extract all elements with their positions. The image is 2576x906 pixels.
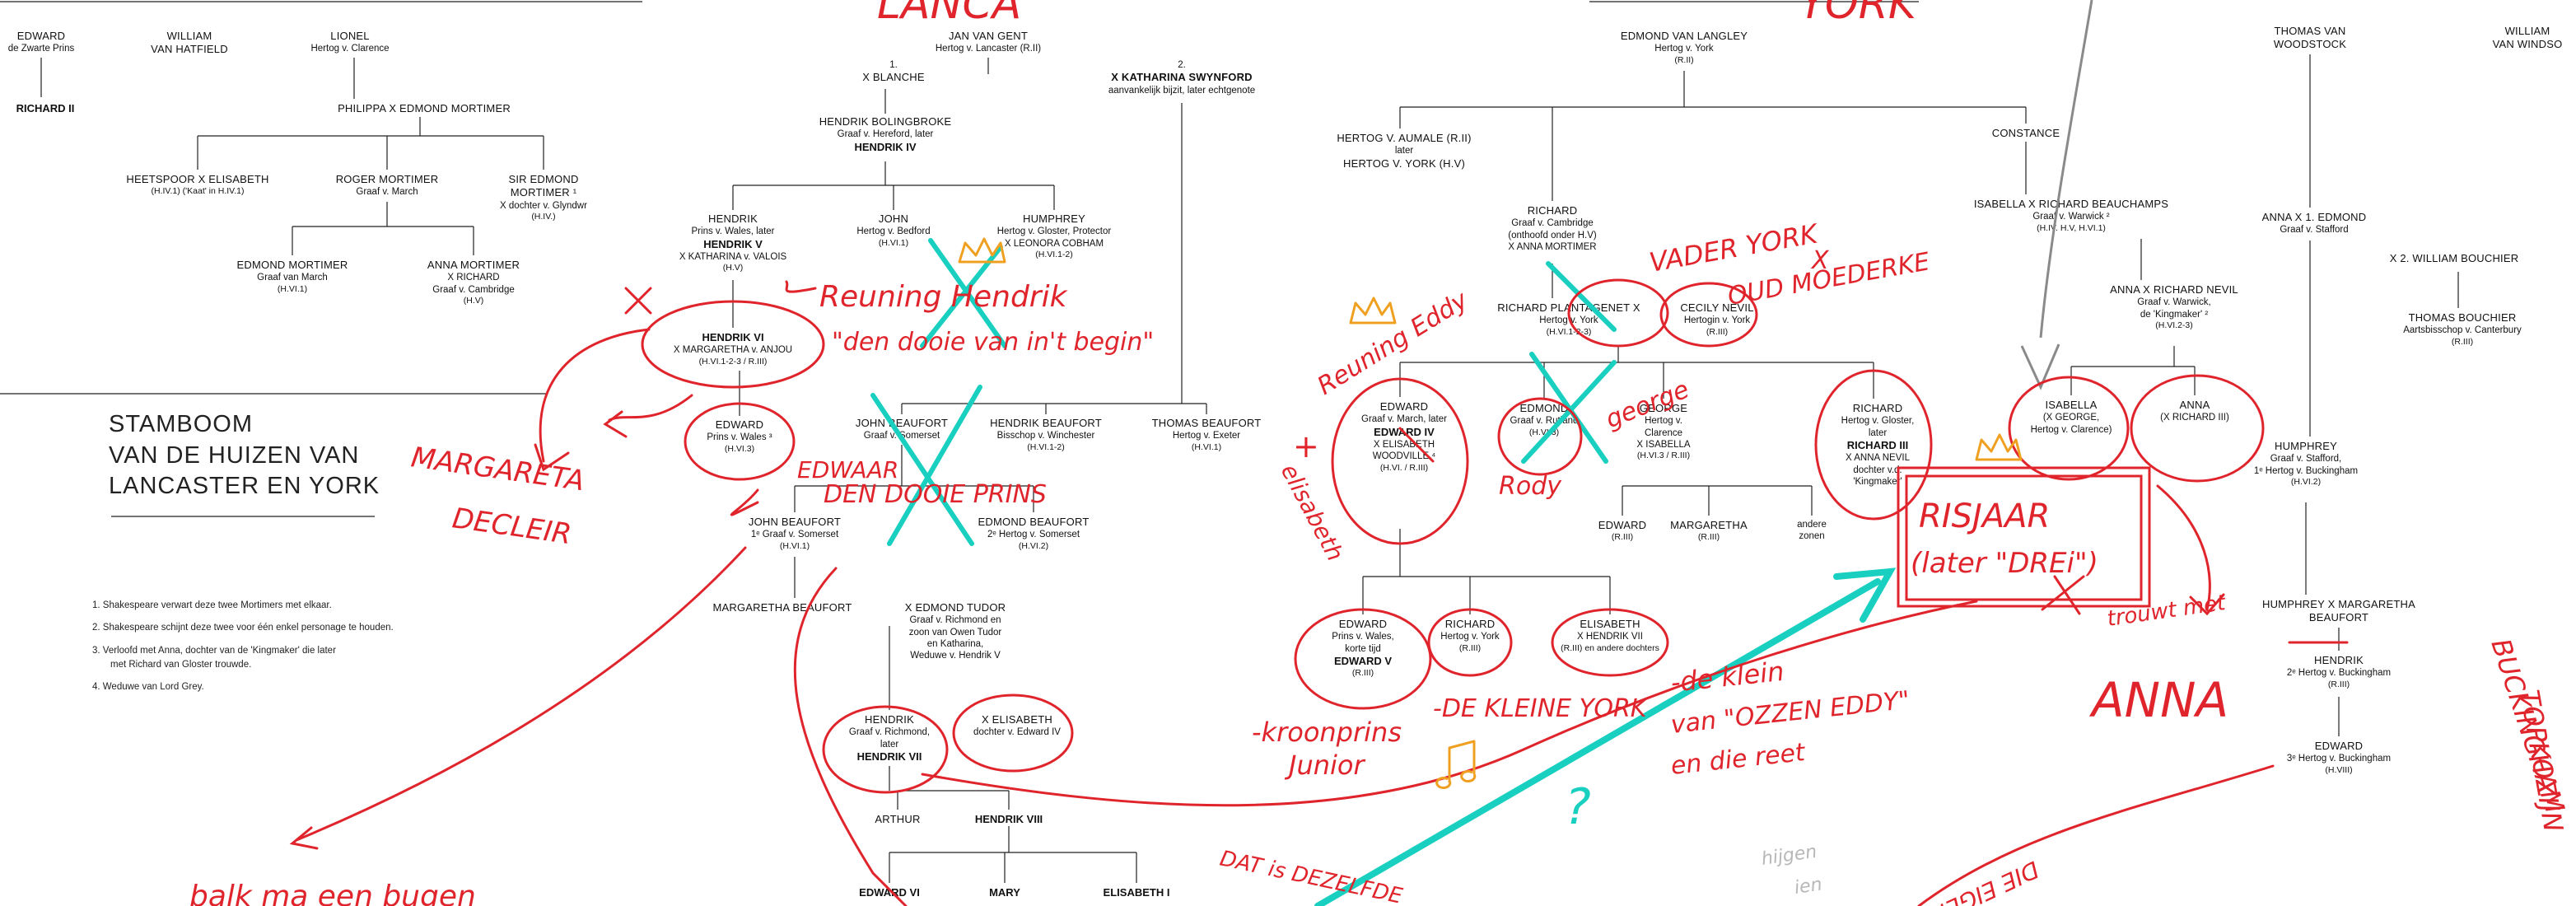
- person-cecily-nevil: CECILY NEVIL Hertogin v. York (R.III): [1680, 301, 1754, 337]
- footnote-2: 2. Shakespeare schijnt deze twee voor éé…: [92, 623, 394, 633]
- person-roger-mortimer: ROGER MORTIMER Graaf v. March: [335, 173, 439, 198]
- person-hendrik-vii: HENDRIK Graaf v. Richmond, later HENDRIK…: [848, 713, 931, 763]
- person-thomas-woodstock: THOMAS VAN WOODSTOCK: [2273, 25, 2347, 51]
- person-margaretha-child: MARGARETHA (R.III): [1670, 519, 1748, 543]
- person-philippa: PHILIPPA X EDMOND MORTIMER: [338, 102, 511, 114]
- footnote-1: 1. Shakespeare verwart deze twee Mortime…: [92, 600, 332, 610]
- person-richard-hertog-york: RICHARD Hertog v. York (R.III): [1440, 618, 1500, 653]
- person-edward-v: EDWARD Prins v. Wales, korte tijd EDWARD…: [1332, 618, 1394, 679]
- person-john-bedford: JOHN Hertog v. Bedford (H.VI.1): [856, 212, 931, 248]
- person-anna-mortimer: ANNA MORTIMER X RICHARD Graaf v. Cambrid…: [427, 259, 520, 306]
- person-hendrik-beaufort: HENDRIK BEAUFORT Bisschop v. Winchester …: [990, 417, 1102, 452]
- person-edmond-rutland: EDMOND Graaf v. Rutland (H.VI.3): [1510, 402, 1579, 437]
- person-humphrey-gloster: HUMPHREY Hertog v. Gloster, Protector X …: [996, 212, 1112, 259]
- person-hendrik-bolingbroke: HENDRIK BOLINGBROKE Graaf v. Hereford, l…: [819, 115, 952, 153]
- person-edmond-van-langley: EDMOND VAN LANGLEY Hertog v. York (R.II): [1620, 30, 1748, 65]
- person-william-windsor: WILLIAM VAN WINDSO: [2492, 25, 2563, 51]
- person-edward-buckingham: EDWARD 3ᵉ Hertog v. Buckingham (H.VIII): [2286, 740, 2392, 775]
- person-edmond-mortimer: EDMOND MORTIMER Graaf van March (H.VI.1): [236, 259, 348, 294]
- person-sir-edmond-mortimer: SIR EDMOND MORTIMER ¹ X dochter v. Glynd…: [500, 173, 587, 222]
- person-heetspoor: HEETSPOOR X ELISABETH (H.IV.1) ('Kaat' i…: [126, 173, 269, 197]
- person-hendrik-viii: HENDRIK VIII: [974, 813, 1043, 825]
- footnote-3: 3. Verloofd met Anna, dochter van de 'Ki…: [92, 645, 336, 656]
- person-edward-child: EDWARD (R.III): [1598, 519, 1647, 543]
- person-thomas-beaufort: THOMAS BEAUFORT Hertog v. Exeter (H.VI.1…: [1151, 417, 1262, 452]
- person-anna-richard-nevil: ANNA X RICHARD NEVIL Graaf v. Warwick, d…: [2110, 283, 2238, 330]
- person-george-clarence: GEORGE Hertog v. Clarence X ISABELLA (H.…: [1636, 402, 1691, 461]
- person-richard-plantagenet: RICHARD PLANTAGENET X Hertog v. York (H.…: [1497, 301, 1640, 337]
- person-william-hatfield: WILLIAM VAN HATFIELD: [151, 30, 228, 56]
- person-anna-richard-iii: ANNA (X RICHARD III): [2160, 399, 2229, 423]
- person-isabella-beauchamps: ISABELLA X RICHARD BEAUCHAMPS Graaf v. W…: [1973, 198, 2169, 233]
- footnotes: 1. Shakespeare verwart deze twee Mortime…: [92, 599, 394, 703]
- person-blanche: 1. X BLANCHE: [862, 60, 925, 84]
- person-lionel: LIONEL Hertog v. Clarence: [310, 30, 390, 54]
- person-humphrey-margaretha: HUMPHREY X MARGARETHA BEAUFORT: [2262, 598, 2415, 624]
- person-edward-zwarte-prins: EDWARD de Zwarte Prins: [7, 30, 75, 54]
- person-humphrey-stafford: HUMPHREY Graaf v. Stafford, 1ᵉ Hertog v.…: [2253, 440, 2359, 487]
- person-anna-edmond-stafford: ANNA X 1. EDMOND Graaf v. Stafford: [2261, 211, 2367, 236]
- person-john-beaufort: JOHN BEAUFORT Graaf v. Somerset: [855, 417, 949, 441]
- person-edward-iv: EDWARD Graaf v. March, later EDWARD IV X…: [1361, 400, 1447, 473]
- person-richard-ii: RICHARD II: [16, 102, 75, 114]
- person-john-beaufort-2: JOHN BEAUFORT 1ᵉ Graaf v. Somerset (H.VI…: [748, 516, 842, 551]
- person-edward-prins-wales-lancaster: EDWARD Prins v. Wales ³ (H.VI.3): [707, 418, 772, 454]
- person-edmond-beaufort: EDMOND BEAUFORT 2ᵉ Hertog v. Somerset (H…: [978, 516, 1090, 551]
- person-arthur: ARTHUR: [875, 813, 921, 825]
- person-elisabeth-york-child: ELISABETH X HENDRIK VII (R.III) en ander…: [1561, 618, 1659, 653]
- person-hendrik-buckingham: HENDRIK 2ᵉ Hertog v. Buckingham (R.III): [2286, 654, 2392, 689]
- person-richard-iii: RICHARD Hertog v. Gloster, later RICHARD…: [1841, 402, 1915, 487]
- person-constance: CONSTANCE: [1991, 127, 2060, 139]
- person-william-bouchier: X 2. WILLIAM BOUCHIER: [2389, 252, 2519, 264]
- person-mary: MARY: [989, 886, 1020, 899]
- person-thomas-bouchier: THOMAS BOUCHIER Aartsbisschop v. Canterb…: [2403, 311, 2522, 347]
- diagram-title: STAMBOOM VAN DE HUIZEN VAN LANCASTER EN …: [109, 411, 380, 500]
- footnote-4: 4. Weduwe van Lord Grey.: [92, 682, 204, 692]
- person-hendrik-vi: HENDRIK VI X MARGARETHA v. ANJOU (H.VI.1…: [673, 331, 793, 367]
- footnote-3-cont: met Richard van Gloster trouwde.: [110, 659, 252, 670]
- person-aumale: HERTOG V. AUMALE (R.II) later HERTOG V. …: [1337, 132, 1472, 170]
- person-elisabeth-i: ELISABETH I: [1103, 886, 1170, 899]
- person-margaretha-beaufort: MARGARETHA BEAUFORT: [712, 601, 852, 614]
- person-jan-van-gent: JAN VAN GENT Hertog v. Lancaster (R.II): [935, 30, 1042, 54]
- person-andere-zonen: andere zonen: [1797, 520, 1827, 542]
- person-edward-vi: EDWARD VI: [859, 886, 920, 899]
- person-edmond-tudor: X EDMOND TUDOR Graaf v. Richmond en zoon…: [904, 601, 1006, 661]
- person-katharina-swynford: 2. X KATHARINA SWYNFORD aanvankelijk bij…: [1108, 60, 1256, 96]
- person-elisabeth-york: X ELISABETH dochter v. Edward IV: [973, 713, 1061, 738]
- person-isabella-george: ISABELLA (X GEORGE, Hertog v. Clarence): [2030, 399, 2112, 435]
- person-hendrik-v: HENDRIK Prins v. Wales, later HENDRIK V …: [679, 212, 787, 273]
- person-richard-cambridge: RICHARD Graaf v. Cambridge (onthoofd ond…: [1508, 204, 1597, 252]
